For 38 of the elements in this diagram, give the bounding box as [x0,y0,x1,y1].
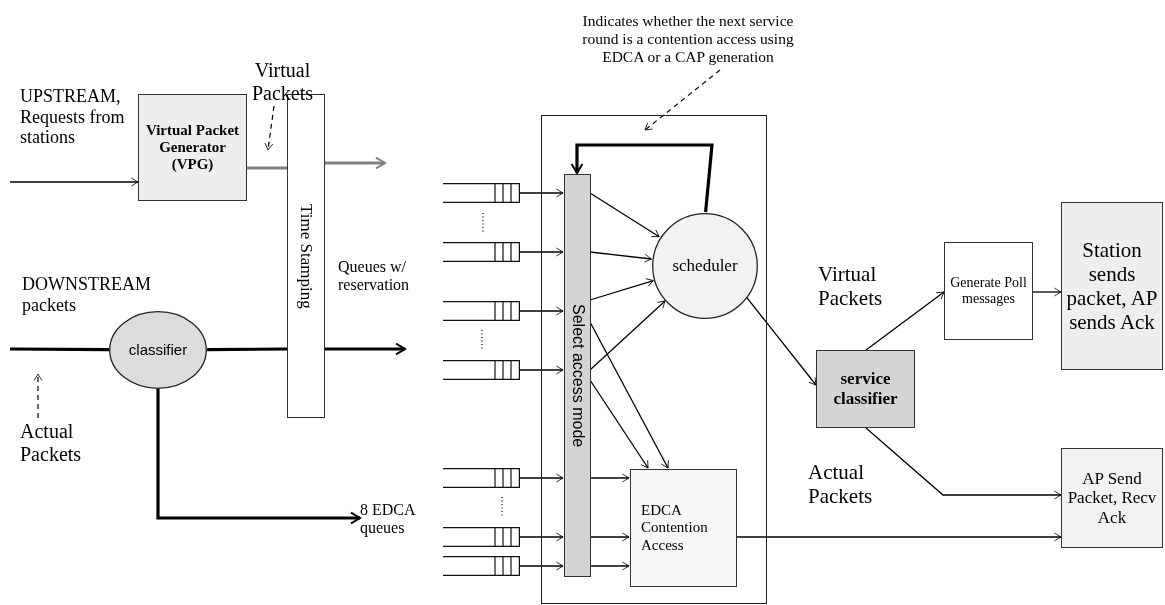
process-box [1061,448,1163,548]
node-label: Station sends packet, AP sends Ack [1065,237,1159,335]
node-label: AP Send Packet, Recv Ack [1066,468,1158,528]
container-box [541,115,767,604]
annotation-text: Actual Packets [20,418,120,468]
arrow [589,192,660,238]
node-label: classifier [128,341,188,359]
annotation-text: Virtual Packets [245,58,320,106]
process-box [138,94,247,201]
arrow [156,389,361,525]
arrow [589,251,652,263]
leader-line [644,69,721,131]
arrow [570,143,714,213]
process-box [944,242,1033,340]
arrow [745,296,817,386]
annotation-text: Indicates whether the next service round is a contention access using EDCA or a CAP generation [568,8,808,70]
node-label: EDCA Contention Access [641,502,709,554]
arrow [325,156,386,170]
node-label: Time Stamping [296,203,316,309]
arrow [589,278,654,301]
text-label: DOWNSTREAM packets [22,274,152,316]
arrow [589,321,669,469]
node-label: Virtual Packet Generator (VPG) [144,121,241,174]
arrow [865,291,945,351]
process-bar [564,174,591,577]
process-box [630,469,737,587]
node-label: scheduler [672,256,738,276]
arrow [589,379,649,469]
text-label: UPSTREAM, Requests from stations [20,86,126,149]
process-box [1061,202,1163,370]
text-label: 8 EDCA queues [360,498,448,540]
node-label: Select access mode [568,303,587,448]
process-box [816,350,915,428]
text-label: Queues w/ reservation [338,258,411,295]
arrow [325,342,406,356]
node-label: Generate Poll messages [949,274,1028,308]
node-label: service classifier [832,369,899,409]
arrow [589,300,666,371]
